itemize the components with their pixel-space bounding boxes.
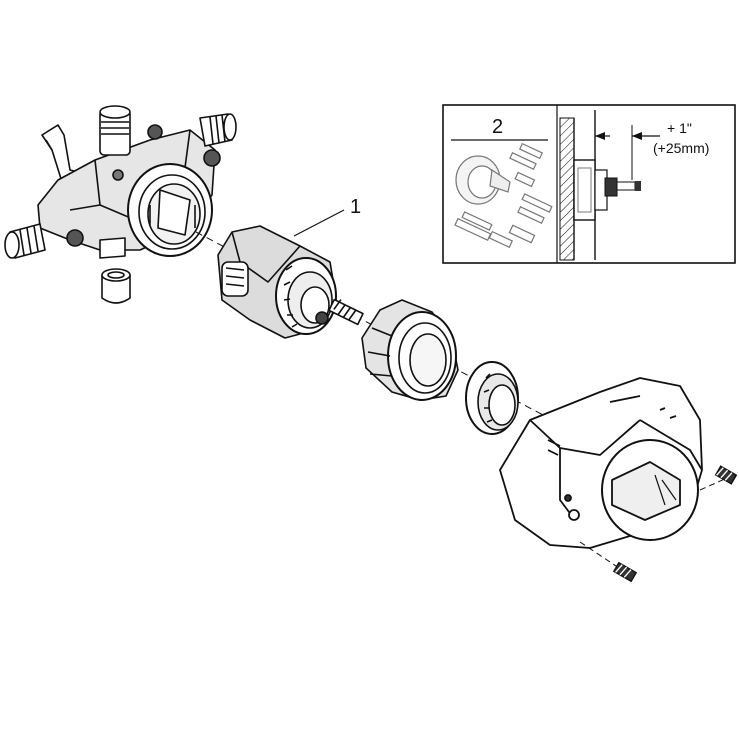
dimension-arrow-left (595, 132, 605, 140)
spacer-ring (465, 361, 519, 435)
valve-body (4, 105, 237, 259)
screw-path-right (699, 477, 728, 491)
extension-kit (454, 142, 553, 249)
wall-hatch (559, 117, 575, 261)
callout-1-leader (293, 209, 345, 237)
sleeve (101, 268, 131, 304)
callout-1: 1 (293, 196, 361, 237)
dimension-arrow-right (632, 132, 642, 140)
callout-1-label: 1 (350, 196, 361, 218)
trim-plate (499, 377, 703, 549)
dimension-metric: (+25mm) (653, 140, 709, 156)
bonnet-nut (361, 299, 459, 401)
inset-panel: 2 (442, 104, 736, 264)
screw-right (714, 465, 738, 485)
inset-step-label: 2 (492, 116, 503, 138)
wall-section: + 1" (+25mm) (559, 110, 709, 261)
cartridge (217, 225, 364, 339)
screw-bottom (612, 561, 638, 583)
dimension-imperial: + 1" (667, 120, 692, 136)
